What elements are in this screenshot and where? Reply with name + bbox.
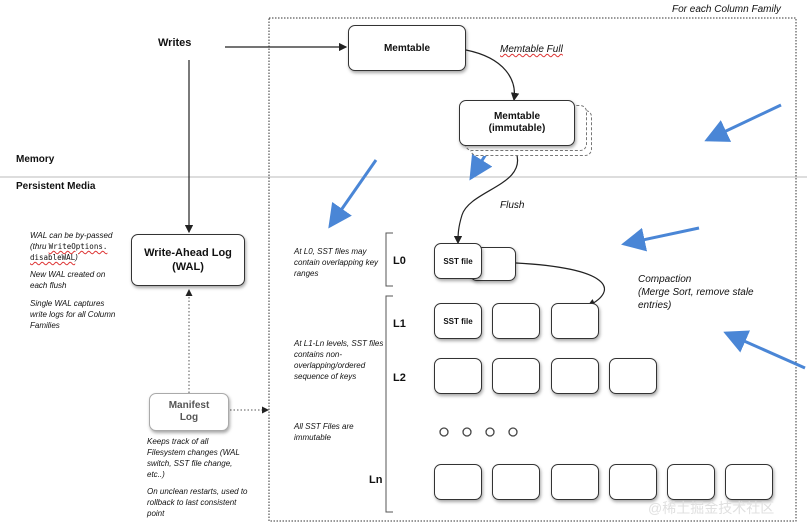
ellipsis-dot [508, 427, 518, 437]
ln-sst-box [434, 464, 482, 500]
ln-sst-box [492, 464, 540, 500]
immutable-line2: (immutable) [488, 123, 546, 134]
blue-arrow-1 [704, 103, 782, 142]
ln-sst-box [725, 464, 773, 500]
memtable-full-label: Memtable Full [500, 44, 563, 55]
memtable-full-text: Memtable Full [500, 44, 563, 55]
compaction-arrow [515, 262, 605, 307]
flush-label: Flush [500, 200, 525, 211]
l1-sst-box [551, 303, 599, 339]
column-family-label: For each Column Family [672, 4, 781, 15]
wal-bypass-note: WAL can be by-passed (thru WriteOptions.… [30, 231, 113, 262]
l0-sst-file: SST file [434, 243, 482, 279]
ellipsis-dot [462, 427, 472, 437]
l2-sst-box [551, 358, 599, 394]
manifest-log-box: Manifest Log [149, 393, 229, 431]
level-l2-label: L2 [393, 372, 406, 384]
memtable-box: Memtable [348, 25, 466, 71]
manifest-line2: Log [179, 412, 199, 423]
flush-arrow [453, 151, 519, 245]
memtable-full-arrow [465, 49, 520, 102]
new-wal-note: New WAL created on each flush [30, 270, 106, 290]
column-family-container [268, 17, 797, 522]
l1n-note: At L1-Ln levels, SST files contains non-… [294, 339, 384, 381]
l2-sst-box [609, 358, 657, 394]
sst-file-label: SST file [443, 316, 473, 326]
manifest-line1: Manifest [168, 400, 210, 411]
l1-sst-box [492, 303, 540, 339]
blue-arrow-3 [328, 159, 378, 229]
blue-arrow-5 [723, 330, 806, 370]
immutable-line1: Memtable [493, 111, 541, 122]
memory-region-label: Memory [16, 154, 55, 165]
single-wal-note: Single WAL captures write logs for all C… [30, 299, 116, 330]
ellipsis-dot [485, 427, 495, 437]
wal-line1: Write-Ahead Log [144, 247, 232, 259]
wal-line2: (WAL) [172, 261, 204, 273]
level-l1-label: L1 [393, 318, 406, 330]
manifest-restart-note: On unclean restarts, used to rollback to… [147, 487, 248, 518]
compaction-label: Compaction (Merge Sort, remove stale ent… [638, 274, 754, 311]
l0-note: At L0, SST files may contain overlapping… [294, 247, 379, 278]
level-ln-label: Ln [369, 474, 383, 486]
memtable-label: Memtable [383, 42, 431, 54]
l1n-bracket [385, 295, 393, 513]
ellipsis-dot [439, 427, 449, 437]
ln-sst-box [551, 464, 599, 500]
blue-arrow-4 [621, 226, 700, 252]
l0-bracket [385, 232, 393, 287]
l1-sst-file: SST file [434, 303, 482, 339]
wal-box: Write-Ahead Log (WAL) [131, 234, 245, 286]
manifest-tracks-note: Keeps track of all Filesystem changes (W… [147, 437, 240, 479]
sst-file-label: SST file [443, 256, 473, 266]
level-l0-label: L0 [393, 255, 406, 267]
watermark: @稀土掘金技术社区 [648, 500, 775, 516]
writes-label: Writes [158, 37, 192, 49]
ln-sst-box [667, 464, 715, 500]
immutable-memtable-box: Memtable (immutable) [459, 100, 575, 146]
ln-sst-box [609, 464, 657, 500]
l2-sst-box [434, 358, 482, 394]
l2-sst-box [492, 358, 540, 394]
immutable-note: All SST Files are immutable [294, 422, 354, 442]
persistent-region-label: Persistent Media [16, 181, 96, 192]
